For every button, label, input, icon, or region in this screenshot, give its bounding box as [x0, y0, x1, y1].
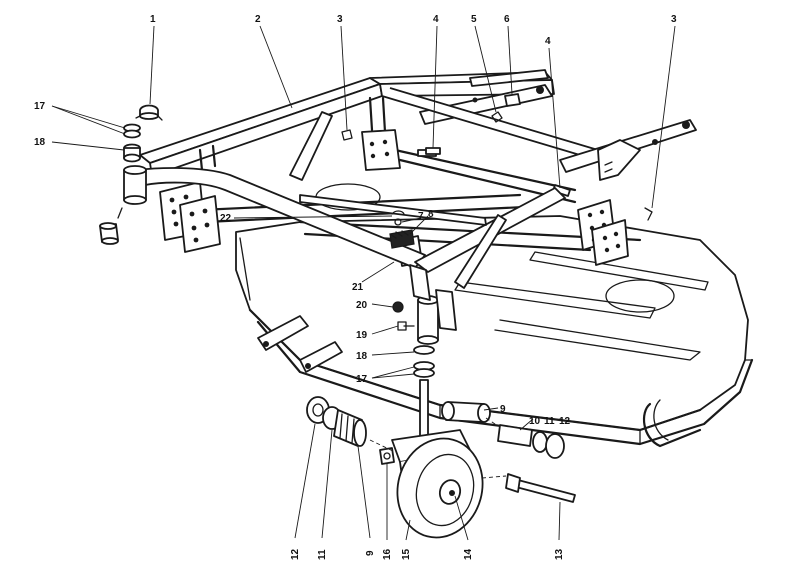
frame-hardware — [341, 93, 653, 331]
callout-12a: 12 — [559, 416, 571, 427]
callout-14: 14 — [463, 548, 474, 560]
callout-12b: 12 — [290, 548, 301, 560]
callout-16: 16 — [382, 548, 393, 560]
callout-10: 10 — [529, 416, 541, 427]
callout-7: 7 — [418, 211, 424, 222]
callout-17a: 17 — [34, 101, 46, 112]
upper-left-parts — [99, 104, 163, 245]
callout-9a: 9 — [500, 404, 506, 415]
callout-19: 19 — [356, 330, 368, 341]
callout-2: 2 — [255, 14, 261, 25]
callout-6: 6 — [504, 14, 510, 25]
bottom-leader-lines — [294, 423, 561, 541]
callout-20: 20 — [356, 300, 368, 311]
leader-lines — [51, 25, 676, 431]
caster-fork-wheel — [306, 345, 576, 539]
callout-11a: 11 — [544, 416, 555, 427]
callout-5: 5 — [471, 14, 477, 25]
callout-4: 4 — [433, 14, 439, 25]
callout-11b: 11 — [317, 549, 328, 560]
callout-9b: 9 — [365, 550, 376, 556]
mower-deck-housing — [235, 183, 754, 448]
callout-22: 22 — [220, 213, 232, 224]
main-frame — [139, 69, 697, 267]
callout-1: 1 — [150, 14, 156, 25]
callout-18a: 18 — [34, 137, 46, 148]
callout-17b: 17 — [356, 374, 368, 385]
callout-13: 13 — [554, 548, 565, 560]
callout-15: 15 — [401, 548, 412, 560]
callout-8: 8 — [428, 209, 434, 220]
callout-18b: 18 — [356, 351, 368, 362]
callout-3: 3 — [337, 14, 343, 25]
callout-labels: 1 2 3 4 5 6 4 3 17 18 22 7 8 21 20 19 18… — [34, 14, 677, 560]
front-caster-arm — [123, 111, 566, 345]
callout-21: 21 — [352, 282, 364, 293]
callout-3b: 3 — [671, 14, 677, 25]
callout-4b: 4 — [545, 36, 551, 47]
